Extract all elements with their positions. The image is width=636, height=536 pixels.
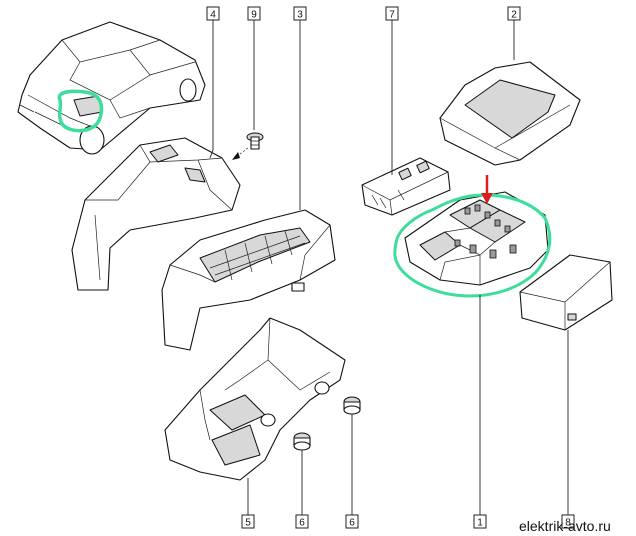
part-1-fuse-box: [404, 191, 549, 286]
leader-lines: [209, 20, 569, 515]
svg-text:7: 7: [389, 10, 395, 21]
part-9-screw: [231, 132, 264, 161]
callout-4: 4: [206, 6, 220, 21]
svg-text:4: 4: [210, 10, 216, 21]
part-7-relay-bracket: [361, 157, 451, 216]
svg-text:8: 8: [565, 518, 571, 529]
indicator-arrow: [481, 175, 493, 204]
svg-text:3: 3: [297, 10, 303, 21]
watermark-text: elektrik-avto.ru: [519, 518, 611, 534]
svg-text:6: 6: [349, 518, 355, 529]
fuse-box-highlight: [393, 193, 552, 298]
callout-2: 2: [507, 6, 521, 21]
svg-text:5: 5: [245, 518, 251, 529]
part-6-nut-right: [343, 396, 361, 415]
svg-text:6: 6: [299, 518, 305, 529]
part-6-nut-left: [293, 432, 311, 451]
svg-text:2: 2: [511, 10, 517, 21]
callout-3: 3: [293, 6, 307, 21]
callout-6-left: 6: [295, 514, 309, 529]
callout-5: 5: [241, 514, 255, 529]
car-location-highlight: [57, 89, 104, 133]
part-3-mid-cover: [161, 209, 336, 351]
part-2-lid: [439, 61, 581, 166]
callout-8: 8: [561, 514, 575, 529]
callout-1: 1: [473, 514, 487, 529]
svg-text:9: 9: [251, 10, 257, 21]
callout-6-right: 6: [345, 514, 359, 529]
part-5-lower-base: [164, 317, 346, 481]
callout-9: 9: [247, 6, 261, 21]
svg-text:1: 1: [477, 518, 483, 529]
callout-7: 7: [385, 6, 399, 21]
car-thumbnail: [17, 21, 206, 155]
part-4-upper-cover: [71, 137, 241, 291]
part-8-side-module: [519, 254, 613, 331]
